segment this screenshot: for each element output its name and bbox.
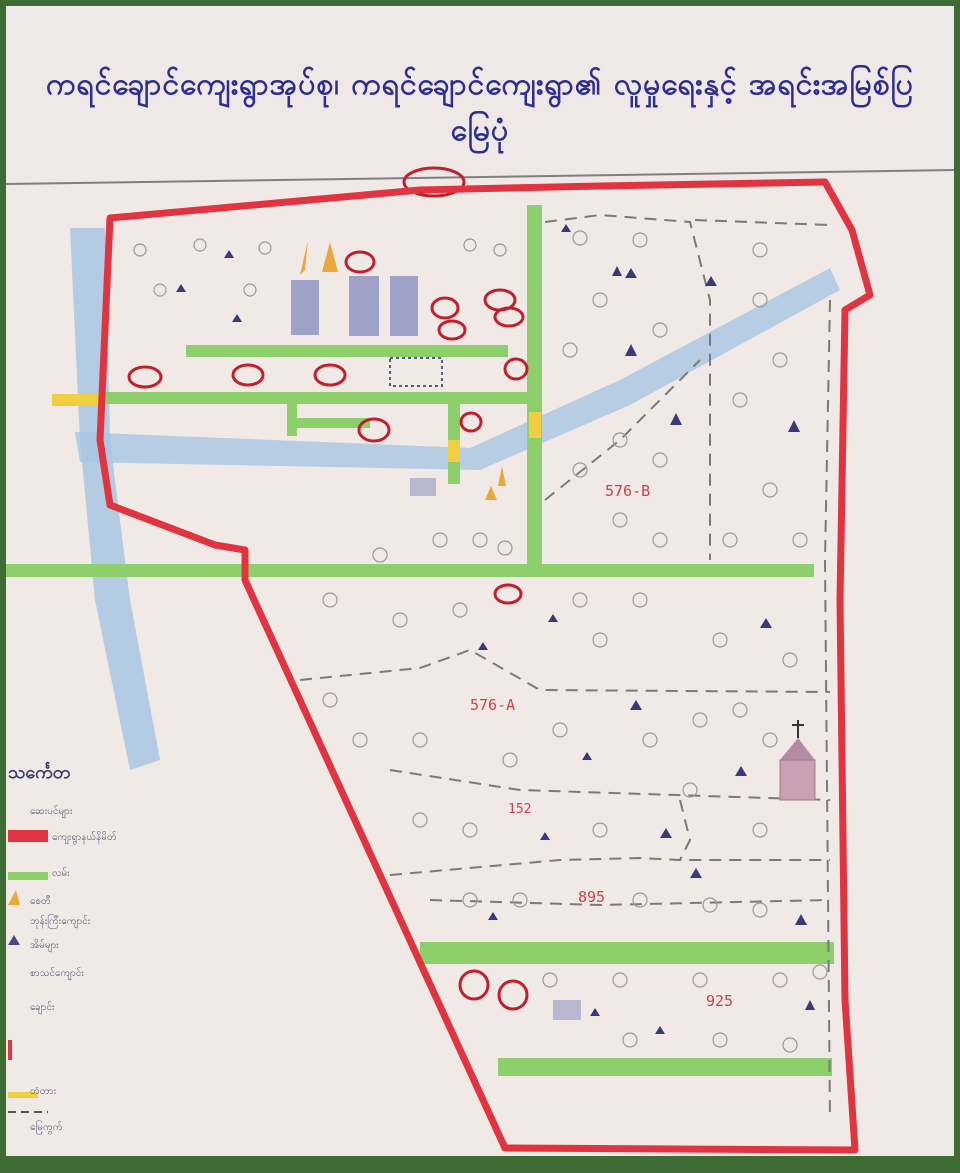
- monastery-3: [390, 276, 418, 336]
- title-divider: [5, 169, 955, 185]
- legend-item-stream: ချောင်း: [30, 1002, 55, 1013]
- road-inner-v: [448, 392, 460, 484]
- house-markers: [176, 224, 815, 1034]
- legend-item-plot: မြေကွက်: [30, 1122, 63, 1133]
- plot-label-925: 925: [706, 992, 734, 1010]
- road-vertical: [527, 205, 542, 567]
- legend-item-monastery: ဘုန်းကြီးကျောင်း: [30, 916, 91, 927]
- bridge-inner: [448, 440, 460, 462]
- pagoda-3: [485, 486, 497, 500]
- road-main-horizontal: [6, 564, 814, 577]
- legend-item-pagoda: စေတီ: [30, 896, 51, 907]
- plot-label-895: 895: [578, 888, 606, 906]
- bridge-east: [529, 412, 541, 438]
- road-south-1: [420, 942, 834, 964]
- legend-item-houses: အိမ်များ: [30, 940, 59, 951]
- village-buildings: [291, 240, 816, 1020]
- legend-item-bridge: တံတား: [30, 1086, 57, 1097]
- fenced-compound: [389, 357, 443, 387]
- school-block: [410, 478, 436, 496]
- stream-horizontal: [75, 268, 840, 470]
- village-boundary: [96, 178, 874, 1154]
- pagoda-2: [322, 242, 338, 272]
- title-panel: [6, 6, 954, 184]
- monastery-1: [291, 280, 319, 335]
- pagoda-4: [498, 466, 506, 486]
- road-south-2: [498, 1058, 832, 1076]
- plot-label-576-a: 576-A: [470, 696, 516, 714]
- tree-markers: [133, 230, 828, 1053]
- road-middle: [100, 392, 530, 404]
- road-branch-v: [287, 400, 297, 436]
- legend-item-school: စာသင်ကျောင်း: [30, 968, 84, 979]
- plot-label-152: 152: [508, 802, 532, 817]
- legend-item-road: လမ်း: [52, 868, 70, 879]
- paper-sheet: [6, 6, 954, 1156]
- stream-vertical: [70, 228, 160, 770]
- bridge-west: [52, 394, 100, 406]
- school-south: [553, 1000, 581, 1020]
- plot-label-576-b: 576-B: [605, 482, 651, 500]
- road-branch: [290, 418, 370, 428]
- legend-item-boundary: ကျေးရွာနယ်နိမိတ်: [52, 832, 117, 843]
- map-title: ကရင်ချောင်ကျေးရွာအုပ်စု၊ ကရင်ချောင်ကျေးရ…: [46, 67, 914, 148]
- legend-item-medicinal: ဆေးပင်များ: [30, 806, 73, 817]
- legend-swatches: [8, 830, 48, 1113]
- monastery-2: [349, 276, 379, 336]
- plot-dividers: [299, 213, 831, 1121]
- church-icon: [779, 720, 816, 801]
- road-upper: [186, 345, 508, 357]
- circled-marks: [127, 166, 529, 1011]
- pagoda-1: [300, 240, 308, 275]
- legend-title: သင်္ကေတ: [8, 762, 71, 783]
